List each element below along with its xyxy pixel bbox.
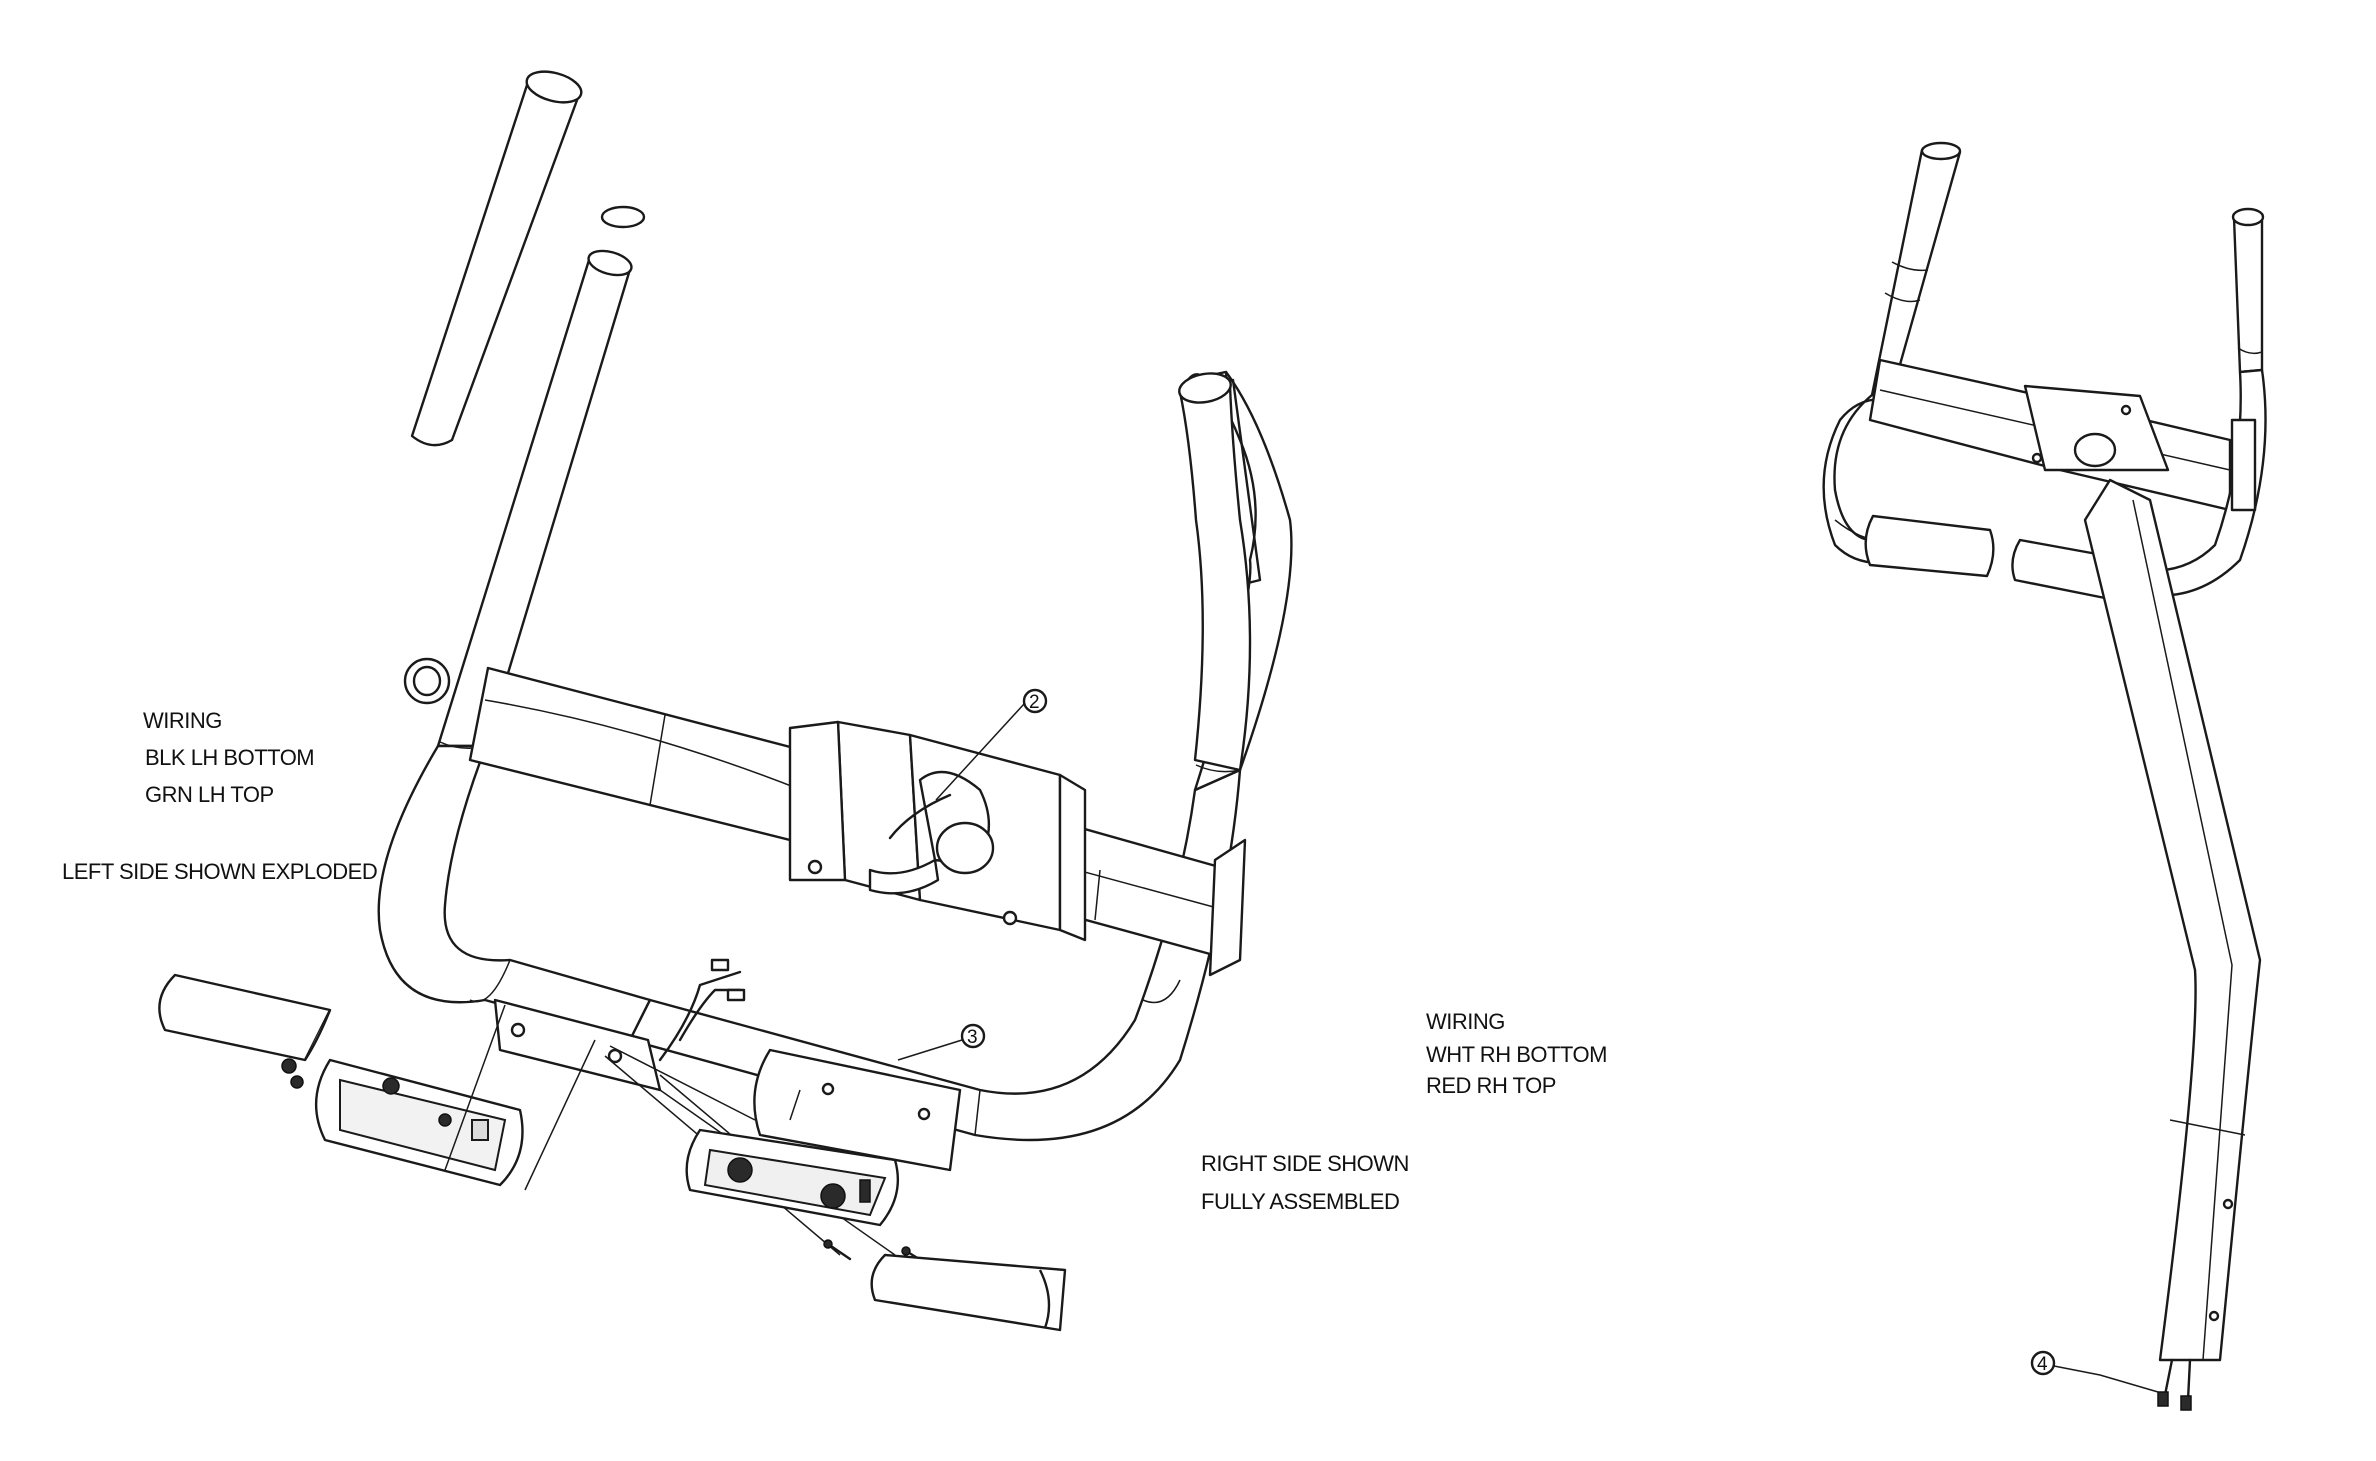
assembled-mast-view: 4	[1822, 141, 2267, 1411]
right-assembled-grip	[753, 1048, 962, 1172]
right-grip-sleeve-exploded	[870, 1253, 1067, 1332]
left-wiring-title: WIRING	[143, 708, 222, 733]
svg-text:4: 4	[2037, 1354, 2048, 1375]
handlebar-u-frame	[377, 370, 1293, 1142]
left-pulse-sensor-housing	[315, 1058, 524, 1187]
left-wiring-line-1: BLK LH BOTTOM	[145, 745, 315, 770]
callout-2: 2	[935, 688, 1048, 801]
mast-wire-ends	[2157, 1358, 2192, 1411]
right-side-note-line-1: RIGHT SIDE SHOWN	[1201, 1151, 1409, 1176]
loose-grip-tube	[410, 70, 583, 447]
right-wiring-line-1: WHT RH BOTTOM	[1426, 1042, 1607, 1067]
grommet-ring	[403, 657, 451, 705]
end-cap	[600, 205, 646, 229]
center-bracket	[788, 720, 1087, 942]
exploded-handlebar-view: 2	[158, 70, 1293, 1332]
fastener-screws	[281, 1058, 304, 1089]
left-grip-sleeve	[158, 973, 332, 1062]
right-side-note-line-2: FULLY ASSEMBLED	[1201, 1189, 1400, 1214]
right-wiring-title: WIRING	[1426, 1009, 1505, 1034]
svg-text:3: 3	[967, 1027, 978, 1048]
left-side-exploded-note: LEFT SIDE SHOWN EXPLODED	[62, 859, 378, 884]
right-pulse-sensor-housing	[685, 1128, 899, 1227]
console-mount-box	[1208, 838, 1247, 977]
callout-4: 4	[2030, 1350, 2159, 1393]
left-wiring-line-2: GRN LH TOP	[145, 782, 274, 807]
svg-text:2: 2	[1029, 692, 1040, 713]
callout-3: 3	[897, 1023, 986, 1061]
wire-leads	[658, 958, 746, 1062]
right-wiring-line-2: RED RH TOP	[1426, 1073, 1556, 1098]
